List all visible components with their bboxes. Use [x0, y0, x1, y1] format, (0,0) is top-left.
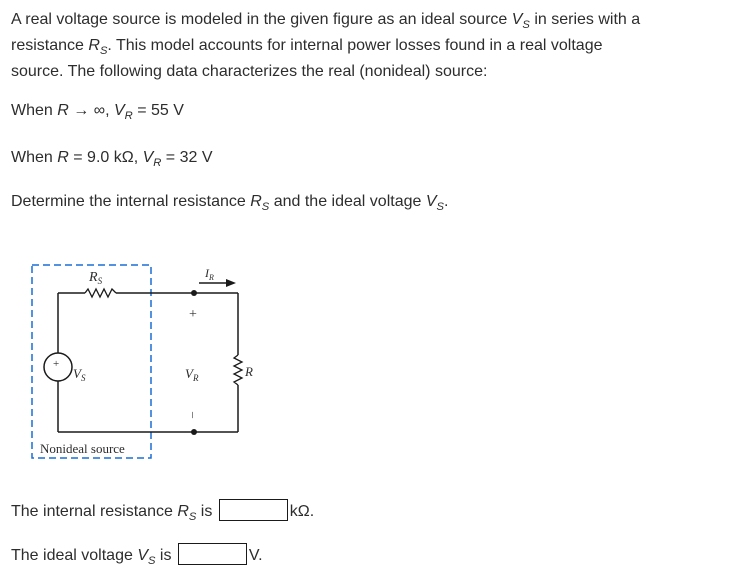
terminal-top	[191, 290, 197, 296]
rs-unit: kΩ.	[289, 503, 315, 520]
label-source-plus: +	[53, 358, 59, 370]
determine-question: Determine the internal resistance RS and…	[11, 193, 449, 213]
label-minus: –	[187, 411, 201, 419]
circuit-wires	[57, 282, 239, 433]
condition-2: When R = 9.0 kΩ, VR = 32 V	[11, 149, 213, 169]
vs-answer-input[interactable]	[177, 543, 247, 565]
vs-unit: V.	[248, 547, 263, 564]
condition-1: When R → ∞, VR = 55 V	[11, 102, 184, 122]
rs-answer-input[interactable]	[218, 499, 288, 521]
label-ir: IR	[204, 266, 214, 282]
intro-line-2: resistance RS. This model accounts for i…	[11, 37, 603, 57]
intro-line-1: A real voltage source is modeled in the …	[11, 11, 641, 31]
label-vs: VS	[73, 366, 86, 383]
label-r: R	[244, 364, 253, 379]
answer-vs-row: The ideal voltage VS is V.	[11, 543, 263, 571]
current-arrow-icon	[226, 279, 236, 287]
label-nonideal-source: Nonideal source	[40, 441, 125, 456]
var-vs: V	[511, 11, 523, 28]
resistor-rs-icon	[84, 287, 117, 299]
label-plus: +	[189, 307, 197, 322]
nonideal-source-boundary	[31, 264, 152, 459]
intro-line-3: source. The following data characterizes…	[11, 63, 488, 80]
resistor-load-icon	[232, 354, 244, 386]
label-vr: VR	[185, 366, 199, 383]
terminal-bottom	[191, 429, 197, 435]
answer-rs-row: The internal resistance RS is kΩ.	[11, 499, 314, 527]
var-rs: R	[88, 37, 100, 54]
label-rs: RS	[88, 270, 103, 286]
voltage-source-icon	[43, 352, 73, 382]
